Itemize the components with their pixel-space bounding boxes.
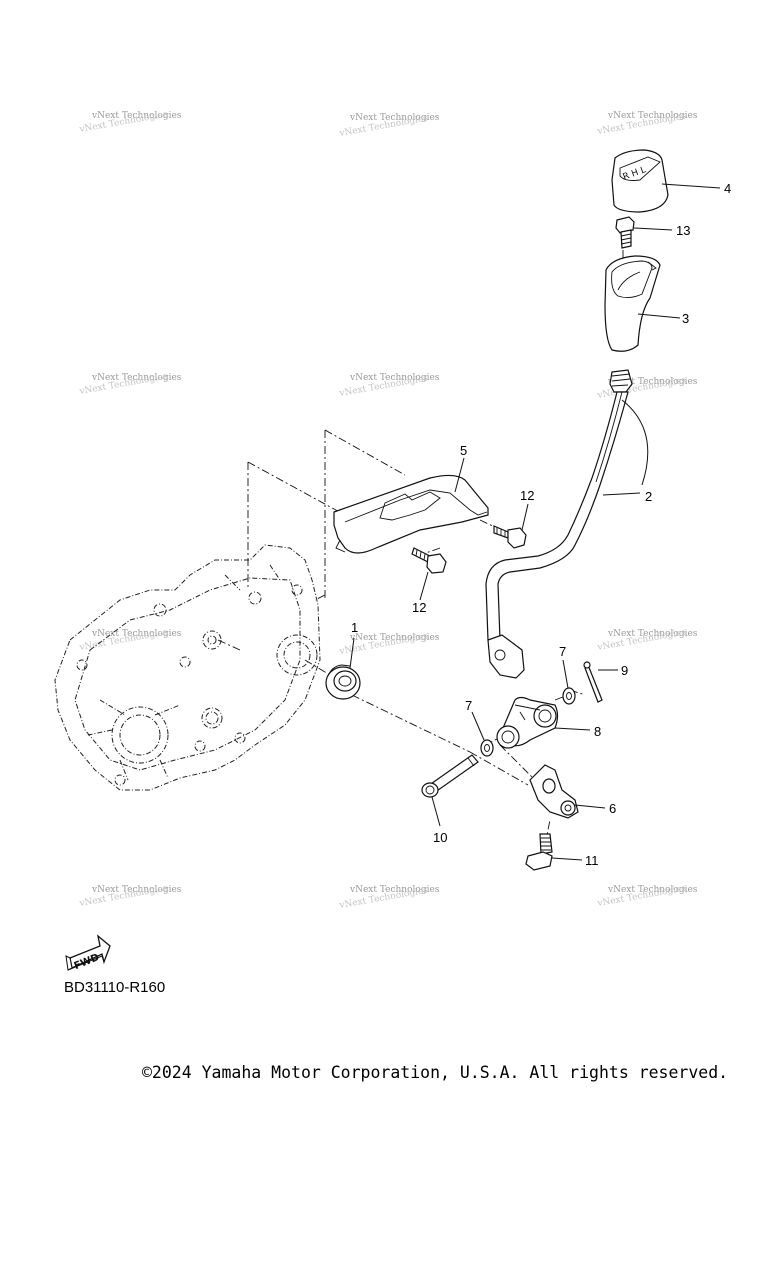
shift-knob-cap[interactable]: R H L	[611, 149, 669, 213]
washer-left[interactable]	[480, 739, 494, 757]
callout-1[interactable]: 1	[351, 620, 358, 635]
knob-bolt[interactable]	[615, 216, 635, 249]
callout-10[interactable]: 10	[433, 830, 447, 845]
copyright-notice: ©2024 Yamaha Motor Corporation, U.S.A. A…	[142, 1063, 729, 1082]
watermark: vNext Technologies	[349, 113, 440, 123]
engine-case-cover-outline	[54, 544, 321, 791]
gate-bolt-upper[interactable]	[493, 525, 527, 549]
callout-12-upper[interactable]: 12	[520, 488, 534, 503]
watermark: vNext Technologies	[607, 885, 698, 895]
alignment-lines	[217, 250, 624, 846]
callout-3[interactable]: 3	[682, 311, 689, 326]
callout-11[interactable]: 11	[585, 853, 599, 868]
lever-joint[interactable]	[529, 764, 579, 819]
callout-7-upper[interactable]: 7	[559, 644, 566, 659]
gate-bolt-lower[interactable]	[411, 547, 447, 574]
watermark: vNext Technologies	[607, 629, 698, 639]
shift-gate-plate[interactable]	[333, 474, 489, 554]
shift-bracket[interactable]	[496, 696, 559, 749]
callout-2[interactable]: 2	[645, 489, 652, 504]
watermark: vNext Technologies	[91, 373, 182, 383]
callout-13[interactable]: 13	[676, 223, 690, 238]
callout-labels: 1 2 3 4 5 6 7 7 8 9 10 11 12 12 13	[351, 181, 731, 868]
watermark: vNext Technologies	[607, 111, 698, 121]
callout-5[interactable]: 5	[460, 443, 467, 458]
watermark: vNext Technologies	[349, 633, 440, 643]
joint-bolt[interactable]	[525, 833, 553, 871]
watermark: vNext Technologies	[607, 377, 698, 387]
washer-right[interactable]	[562, 687, 576, 705]
callout-4[interactable]: 4	[724, 181, 731, 196]
cotter-pin[interactable]	[583, 661, 603, 703]
watermark: vNext Technologies	[91, 885, 182, 895]
callout-9[interactable]: 9	[621, 663, 628, 678]
watermark: vNext Technologies	[349, 373, 440, 383]
shift-knob-body[interactable]	[604, 255, 661, 352]
diagram-code: BD31110-R160	[64, 979, 166, 996]
fwd-arrow-icon: FWD	[65, 934, 111, 972]
callout-7-lower[interactable]: 7	[465, 698, 472, 713]
shift-pin[interactable]	[421, 754, 479, 798]
collar-seal[interactable]	[325, 664, 361, 700]
callout-12-lower[interactable]: 12	[412, 600, 426, 615]
callout-6[interactable]: 6	[609, 801, 616, 816]
shift-lever[interactable]	[485, 369, 633, 679]
callout-8[interactable]: 8	[594, 724, 601, 739]
watermark: vNext Technologies	[91, 629, 182, 639]
watermark: vNext Technologies	[91, 111, 182, 121]
watermark: vNext Technologies	[349, 885, 440, 895]
leader-lines	[349, 183, 721, 861]
